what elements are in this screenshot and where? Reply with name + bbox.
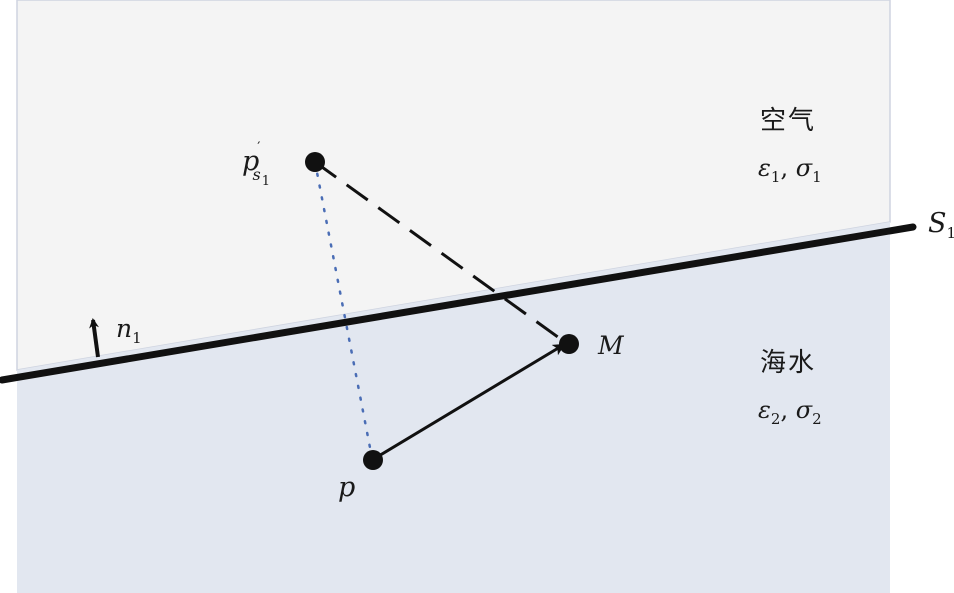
source-point-label: p bbox=[338, 472, 356, 503]
dotted-connector bbox=[313, 160, 374, 460]
direct-path-arrow bbox=[371, 343, 566, 462]
water-sigma-sub: 2 bbox=[812, 410, 822, 428]
normal-name: n bbox=[116, 314, 133, 343]
field-point-label: M bbox=[598, 331, 624, 360]
water-label: 海水 bbox=[760, 348, 817, 378]
image-point-sub: s bbox=[252, 165, 261, 184]
field-point-dot bbox=[559, 334, 579, 354]
image-point-prime: ′ bbox=[257, 140, 261, 156]
normal-label: n1 bbox=[116, 316, 142, 346]
air-eps: ε bbox=[758, 154, 771, 182]
air-params: ε1, σ1 bbox=[758, 156, 822, 185]
air-label: 空气 bbox=[760, 106, 817, 136]
air-eps-sub: 1 bbox=[770, 168, 781, 186]
water-eps: ε bbox=[758, 396, 771, 424]
surface-label: S1 bbox=[928, 210, 954, 241]
air-sep: , bbox=[780, 154, 796, 182]
normal-vector-arrow bbox=[89, 318, 100, 358]
interface-line bbox=[0, 223, 917, 384]
water-params: ε2, σ2 bbox=[758, 398, 822, 427]
image-point-name: p bbox=[242, 146, 260, 177]
water-eps-sub: 2 bbox=[770, 410, 781, 428]
image-point-subsub: 1 bbox=[261, 174, 270, 189]
image-point-label: p′ s1 bbox=[242, 141, 279, 188]
water-region bbox=[17, 222, 890, 593]
dashed-path-to-m bbox=[314, 160, 563, 342]
water-sigma: σ bbox=[795, 396, 813, 424]
image-point-dot bbox=[305, 152, 325, 172]
air-sigma-sub: 1 bbox=[812, 168, 822, 186]
surface-name: S bbox=[928, 208, 947, 239]
source-point-dot bbox=[363, 450, 383, 470]
water-sep: , bbox=[780, 396, 796, 424]
air-sigma: σ bbox=[795, 154, 813, 182]
normal-sub: 1 bbox=[132, 329, 142, 347]
surface-sub: 1 bbox=[946, 224, 954, 242]
